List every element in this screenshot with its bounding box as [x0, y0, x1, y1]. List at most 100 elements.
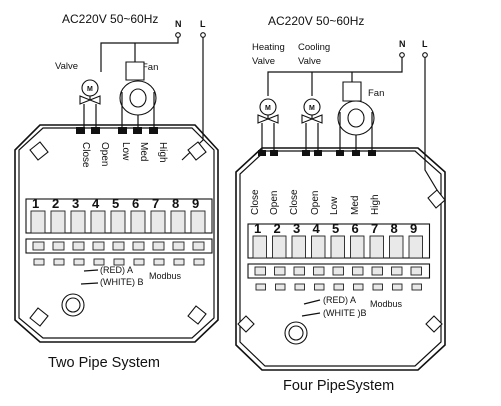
right-terminal-9: 9 — [408, 221, 423, 291]
terminal-foot — [153, 258, 165, 266]
terminal-screw-slot — [291, 235, 306, 259]
terminal-screw-slot — [252, 235, 267, 259]
right-heating-label-2: Valve — [252, 56, 275, 67]
right-l-terminal-icon — [422, 52, 428, 58]
left-valve-motor-icon: M — [79, 79, 101, 105]
four-pipe-diagram: AC220V 50~60Hz N L Heating Valve Cooling… — [235, 14, 446, 394]
left-line-l-label: L — [200, 19, 206, 29]
terminal-foot — [193, 258, 205, 266]
terminal-screw-slot — [30, 210, 46, 234]
terminal-foot — [173, 258, 185, 266]
right-neutral-wire — [267, 57, 403, 96]
terminal-screw-slot — [50, 210, 66, 234]
terminal-clamp — [132, 241, 145, 251]
right-supply-label: AC220V 50~60Hz — [268, 14, 364, 28]
right-terminal-6: 6 — [350, 221, 365, 291]
left-terminal-number: 4 — [92, 196, 100, 211]
left-terminal-2: 2 — [50, 196, 66, 266]
terminal-foot — [353, 283, 364, 291]
right-live-wire — [424, 57, 441, 196]
right-modbus-red-wire — [303, 299, 321, 305]
terminal-clamp — [293, 266, 305, 276]
terminal-foot — [314, 283, 325, 291]
left-valve-motor-glyph: M — [87, 86, 93, 93]
right-heating-label-1: Heating — [252, 42, 285, 53]
left-n-terminal-icon — [175, 32, 181, 38]
left-terminal-3: 3 — [70, 196, 86, 266]
right-wire-label-low: Low — [329, 196, 340, 215]
terminal-foot — [113, 258, 125, 266]
right-terminal-number: 4 — [313, 221, 321, 236]
terminal-foot — [333, 283, 344, 291]
left-wire-label-med: Med — [138, 142, 149, 161]
right-line-n-label: N — [399, 39, 406, 49]
terminal-foot — [33, 258, 45, 266]
right-heating-motor-glyph: M — [265, 105, 271, 112]
right-heating-valve-icon: M — [257, 98, 279, 124]
terminal-screw-slot — [272, 235, 287, 259]
left-wire-label-open: Open — [99, 142, 110, 166]
left-terminal-number: 1 — [32, 196, 39, 211]
right-terminal-number: 1 — [254, 221, 261, 236]
right-wire-label-cooling-open: Open — [310, 191, 321, 215]
left-wire-label-low: Low — [120, 142, 131, 161]
terminal-clamp — [192, 241, 205, 251]
left-wire-labels: Close Open Low Med High — [80, 142, 168, 168]
left-white-label: (WHITE) B — [100, 277, 144, 287]
terminal-screw-slot — [190, 210, 206, 234]
left-terminal-number: 6 — [132, 196, 139, 211]
terminal-screw-slot — [369, 235, 384, 259]
right-wire-label-med: Med — [350, 196, 361, 215]
left-caption: Two Pipe System — [48, 355, 160, 371]
right-terminal-number: 6 — [352, 221, 359, 236]
terminal-foot — [133, 258, 145, 266]
terminal-clamp — [332, 266, 344, 276]
right-modbus-label: Modbus — [370, 299, 403, 309]
right-terminal-number: 3 — [293, 221, 300, 236]
right-modbus-white-wire — [301, 312, 321, 317]
terminal-screw-slot — [311, 235, 326, 259]
left-red-label: (RED) A — [100, 265, 133, 275]
terminal-screw-slot — [389, 235, 404, 259]
left-terminal-number: 9 — [192, 196, 199, 211]
terminal-foot — [372, 283, 383, 291]
left-fan-label: Fan — [142, 62, 158, 73]
right-wire-label-high: High — [370, 194, 381, 215]
terminal-clamp — [72, 241, 85, 251]
terminal-screw-slot — [130, 210, 146, 234]
right-terminal-number: 5 — [332, 221, 339, 236]
right-white-label: (WHITE )B — [323, 308, 367, 318]
terminal-foot — [294, 283, 305, 291]
right-caption: Four PipeSystem — [283, 378, 394, 394]
right-terminal-8: 8 — [389, 221, 404, 291]
left-thermostat-body — [14, 124, 219, 343]
left-terminal-8: 8 — [170, 196, 186, 266]
terminal-clamp — [112, 241, 125, 251]
left-valve-label: Valve — [55, 61, 78, 72]
left-terminal-number: 3 — [72, 196, 79, 211]
right-cooling-motor-glyph: M — [309, 105, 315, 112]
terminal-screw-slot — [350, 235, 365, 259]
right-n-terminal-icon — [399, 52, 405, 58]
terminal-clamp — [274, 266, 286, 276]
terminal-foot — [392, 283, 403, 291]
left-neutral-wire — [100, 37, 179, 72]
right-terminal-number: 9 — [410, 221, 417, 236]
left-terminal-9: 9 — [190, 196, 206, 266]
left-wire-label-close: Close — [80, 142, 91, 168]
terminal-screw-slot — [110, 210, 126, 234]
terminal-screw-slot — [70, 210, 86, 234]
terminal-foot — [73, 258, 85, 266]
terminal-clamp — [254, 266, 266, 276]
two-pipe-diagram: AC220V 50~60Hz N L Valve Fan M — [14, 12, 219, 371]
right-terminal-3: 3 — [291, 221, 306, 291]
terminal-clamp — [410, 266, 422, 276]
terminal-foot — [411, 283, 422, 291]
left-terminal-number: 5 — [112, 196, 119, 211]
right-terminal-4: 4 — [311, 221, 326, 291]
terminal-clamp — [172, 241, 185, 251]
left-terminal-1: 1 — [30, 196, 46, 266]
